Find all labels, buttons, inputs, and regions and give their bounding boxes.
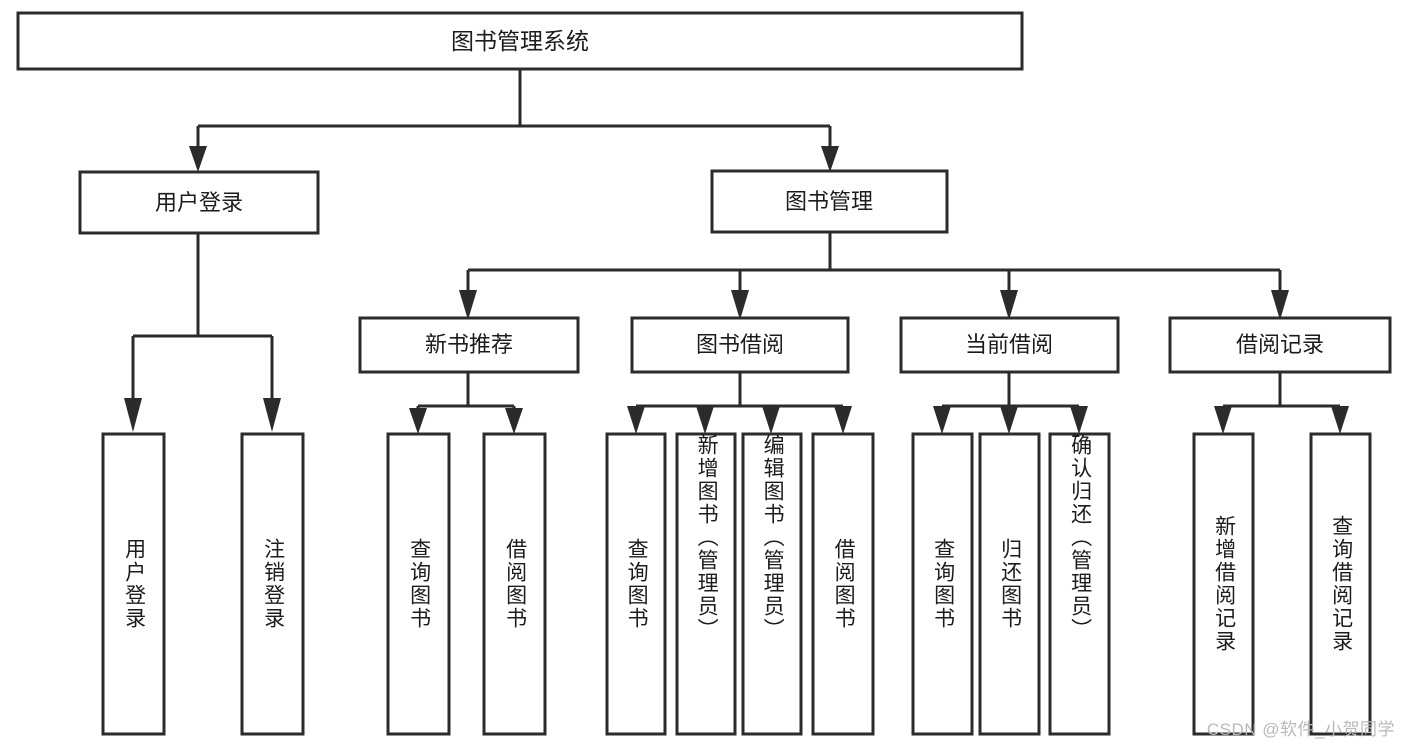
- node-leaf-borrow-book-bb[interactable]: [811, 432, 875, 736]
- node-leaf-user-login[interactable]: [101, 432, 166, 736]
- node-current-borrow[interactable]: 当前借阅: [899, 316, 1120, 374]
- node-leaf-confirm-return[interactable]: [1048, 432, 1111, 736]
- arrow-head-leaf-borrow-book-nb: [505, 408, 523, 434]
- arrow-head-leaf-user-login: [124, 398, 142, 432]
- node-book-borrow-label: 图书借阅: [696, 332, 784, 357]
- node-user-login[interactable]: 用户登录: [78, 170, 320, 235]
- node-borrow-record[interactable]: 借阅记录: [1168, 316, 1392, 374]
- arrow-head-book-manage: [821, 146, 839, 172]
- csdn-watermark: CSDN @软件_小贺同学: [1206, 720, 1395, 739]
- arrow-head-leaf-query-record: [1331, 406, 1349, 434]
- node-borrow-record-label: 借阅记录: [1236, 332, 1324, 357]
- node-root-system[interactable]: 图书管理系统: [16, 11, 1024, 71]
- node-new-book-recommend[interactable]: 新书推荐: [358, 316, 580, 374]
- arrow-head-leaf-query-book-bb: [627, 406, 645, 434]
- node-new-book-recommend-label: 新书推荐: [425, 332, 513, 357]
- arrow-head-book-borrow: [731, 290, 749, 320]
- node-leaf-return-book[interactable]: [978, 432, 1041, 736]
- node-leaf-query-record[interactable]: [1309, 432, 1372, 736]
- arrow-head-leaf-return-book: [1000, 406, 1018, 434]
- node-book-manage[interactable]: 图书管理: [710, 169, 949, 234]
- arrow-head-leaf-edit-book: [762, 406, 780, 434]
- arrow-head-leaf-query-book-cb: [933, 406, 951, 434]
- node-root-system-label: 图书管理系统: [451, 28, 589, 54]
- arrow-head-leaf-confirm-return: [1070, 406, 1088, 434]
- arrow-head-leaf-add-record: [1214, 406, 1232, 434]
- arrow-head-leaf-add-book: [696, 406, 714, 434]
- arrow-head-leaf-borrow-book-bb: [834, 406, 852, 434]
- node-book-borrow[interactable]: 图书借阅: [630, 316, 850, 374]
- node-leaf-query-book-bb[interactable]: [605, 432, 667, 736]
- node-leaf-query-book-nb[interactable]: [386, 432, 451, 736]
- node-leaf-edit-book[interactable]: [741, 432, 803, 736]
- node-current-borrow-label: 当前借阅: [965, 332, 1053, 357]
- connector-group-user-login-children: [124, 233, 281, 432]
- arrow-head-borrow-record: [1271, 290, 1289, 320]
- connector-group-book-borrow-children: [627, 372, 852, 434]
- connector-group-new-book-children: [409, 372, 523, 434]
- node-leaf-logout[interactable]: [240, 432, 305, 736]
- arrow-head-current-borrow: [1000, 290, 1018, 320]
- node-leaf-add-record[interactable]: [1192, 432, 1255, 736]
- connector-group-borrow-record-children: [1214, 372, 1349, 434]
- connector-group-root-to-level1: [189, 69, 839, 172]
- node-user-login-label: 用户登录: [155, 190, 243, 215]
- arrow-head-user-login: [189, 146, 207, 172]
- connector-group-current-borrow-children: [933, 372, 1088, 434]
- arrow-head-new-book-recommend: [459, 290, 477, 320]
- node-leaf-borrow-book-nb[interactable]: [482, 432, 547, 736]
- arrow-head-leaf-logout: [263, 398, 281, 432]
- arrow-head-leaf-query-book-nb: [409, 408, 427, 434]
- node-leaf-add-book[interactable]: [675, 432, 737, 736]
- node-book-manage-label: 图书管理: [785, 189, 873, 214]
- node-leaf-query-book-cb[interactable]: [911, 432, 974, 736]
- connector-group-book-manage-children: [459, 232, 1289, 320]
